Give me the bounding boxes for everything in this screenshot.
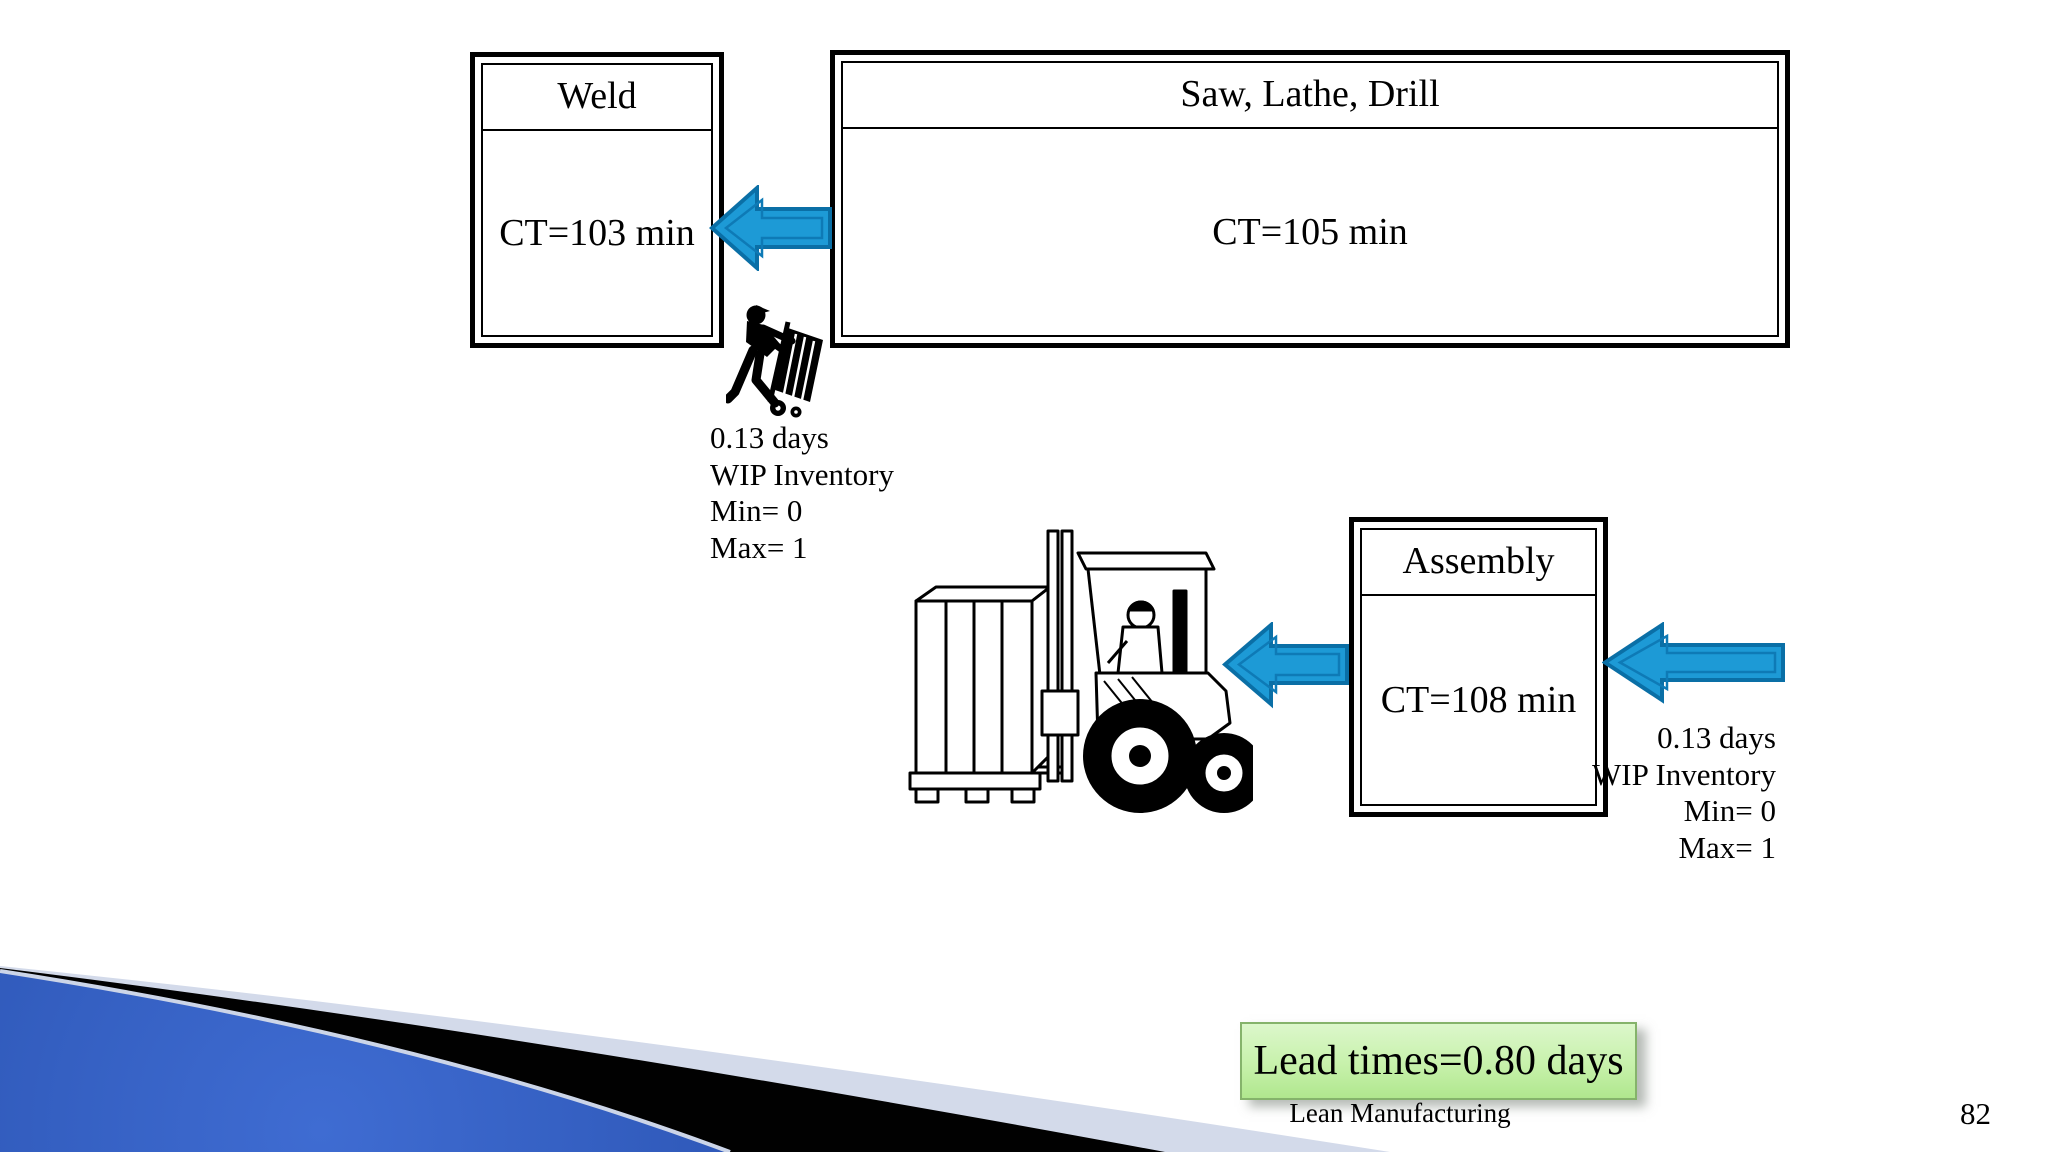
process-box-weld-inner: Weld CT=103 min bbox=[481, 63, 713, 337]
forklift-clipart bbox=[908, 529, 1253, 813]
process-box-assembly-inner: Assembly CT=108 min bbox=[1360, 528, 1597, 806]
wip-right-line-days: 0.13 days bbox=[1657, 720, 1776, 755]
swoosh-blue-shape bbox=[0, 971, 730, 1152]
hand-truck-worker-clipart bbox=[726, 305, 823, 418]
process-box-saw-inner: Saw, Lathe, Drill CT=105 min bbox=[841, 61, 1779, 337]
wip-left-line-title: WIP Inventory bbox=[710, 456, 894, 492]
process-box-saw-title: Saw, Lathe, Drill bbox=[843, 63, 1777, 129]
flow-arrow-saw-to-weld-icon bbox=[709, 185, 832, 271]
process-box-weld-cycle-time: CT=103 min bbox=[499, 212, 695, 254]
process-box-assembly-title: Assembly bbox=[1362, 530, 1595, 596]
wip-inventory-label-right: 0.13 days WIP Inventory Min= 0 Max= 1 bbox=[1558, 720, 1776, 866]
wip-right-line-title: WIP Inventory bbox=[1592, 756, 1776, 792]
swoosh-edge-highlight bbox=[0, 969, 731, 1152]
process-box-assembly-cycle-time: CT=108 min bbox=[1380, 679, 1577, 721]
lead-time-label: Lead times=0.80 days bbox=[1253, 1038, 1624, 1084]
process-box-saw-lathe-drill: Saw, Lathe, Drill CT=105 min bbox=[830, 50, 1790, 348]
flow-arrow-assembly-to-forklift-icon bbox=[1222, 622, 1349, 709]
process-box-assembly: Assembly CT=108 min bbox=[1349, 517, 1608, 817]
process-box-saw-cycle-time: CT=105 min bbox=[1212, 211, 1408, 253]
wip-right-line-min: Min= 0 bbox=[1683, 793, 1776, 828]
wip-left-line-max: Max= 1 bbox=[710, 529, 808, 565]
process-box-weld-title: Weld bbox=[483, 65, 711, 131]
lead-time-box: Lead times=0.80 days bbox=[1240, 1022, 1637, 1100]
footer-title: Lean Manufacturing bbox=[1289, 1098, 1511, 1128]
flow-arrow-into-assembly-icon bbox=[1602, 622, 1785, 704]
page-number: 82 bbox=[1960, 1096, 1991, 1131]
wip-inventory-label-left: 0.13 days WIP Inventory Min= 0 Max= 1 bbox=[710, 420, 980, 566]
wip-left-line-days: 0.13 days bbox=[710, 420, 829, 455]
wip-right-line-max: Max= 1 bbox=[1678, 829, 1776, 865]
wip-left-line-min: Min= 0 bbox=[710, 493, 803, 528]
process-box-weld: Weld CT=103 min bbox=[470, 52, 724, 348]
